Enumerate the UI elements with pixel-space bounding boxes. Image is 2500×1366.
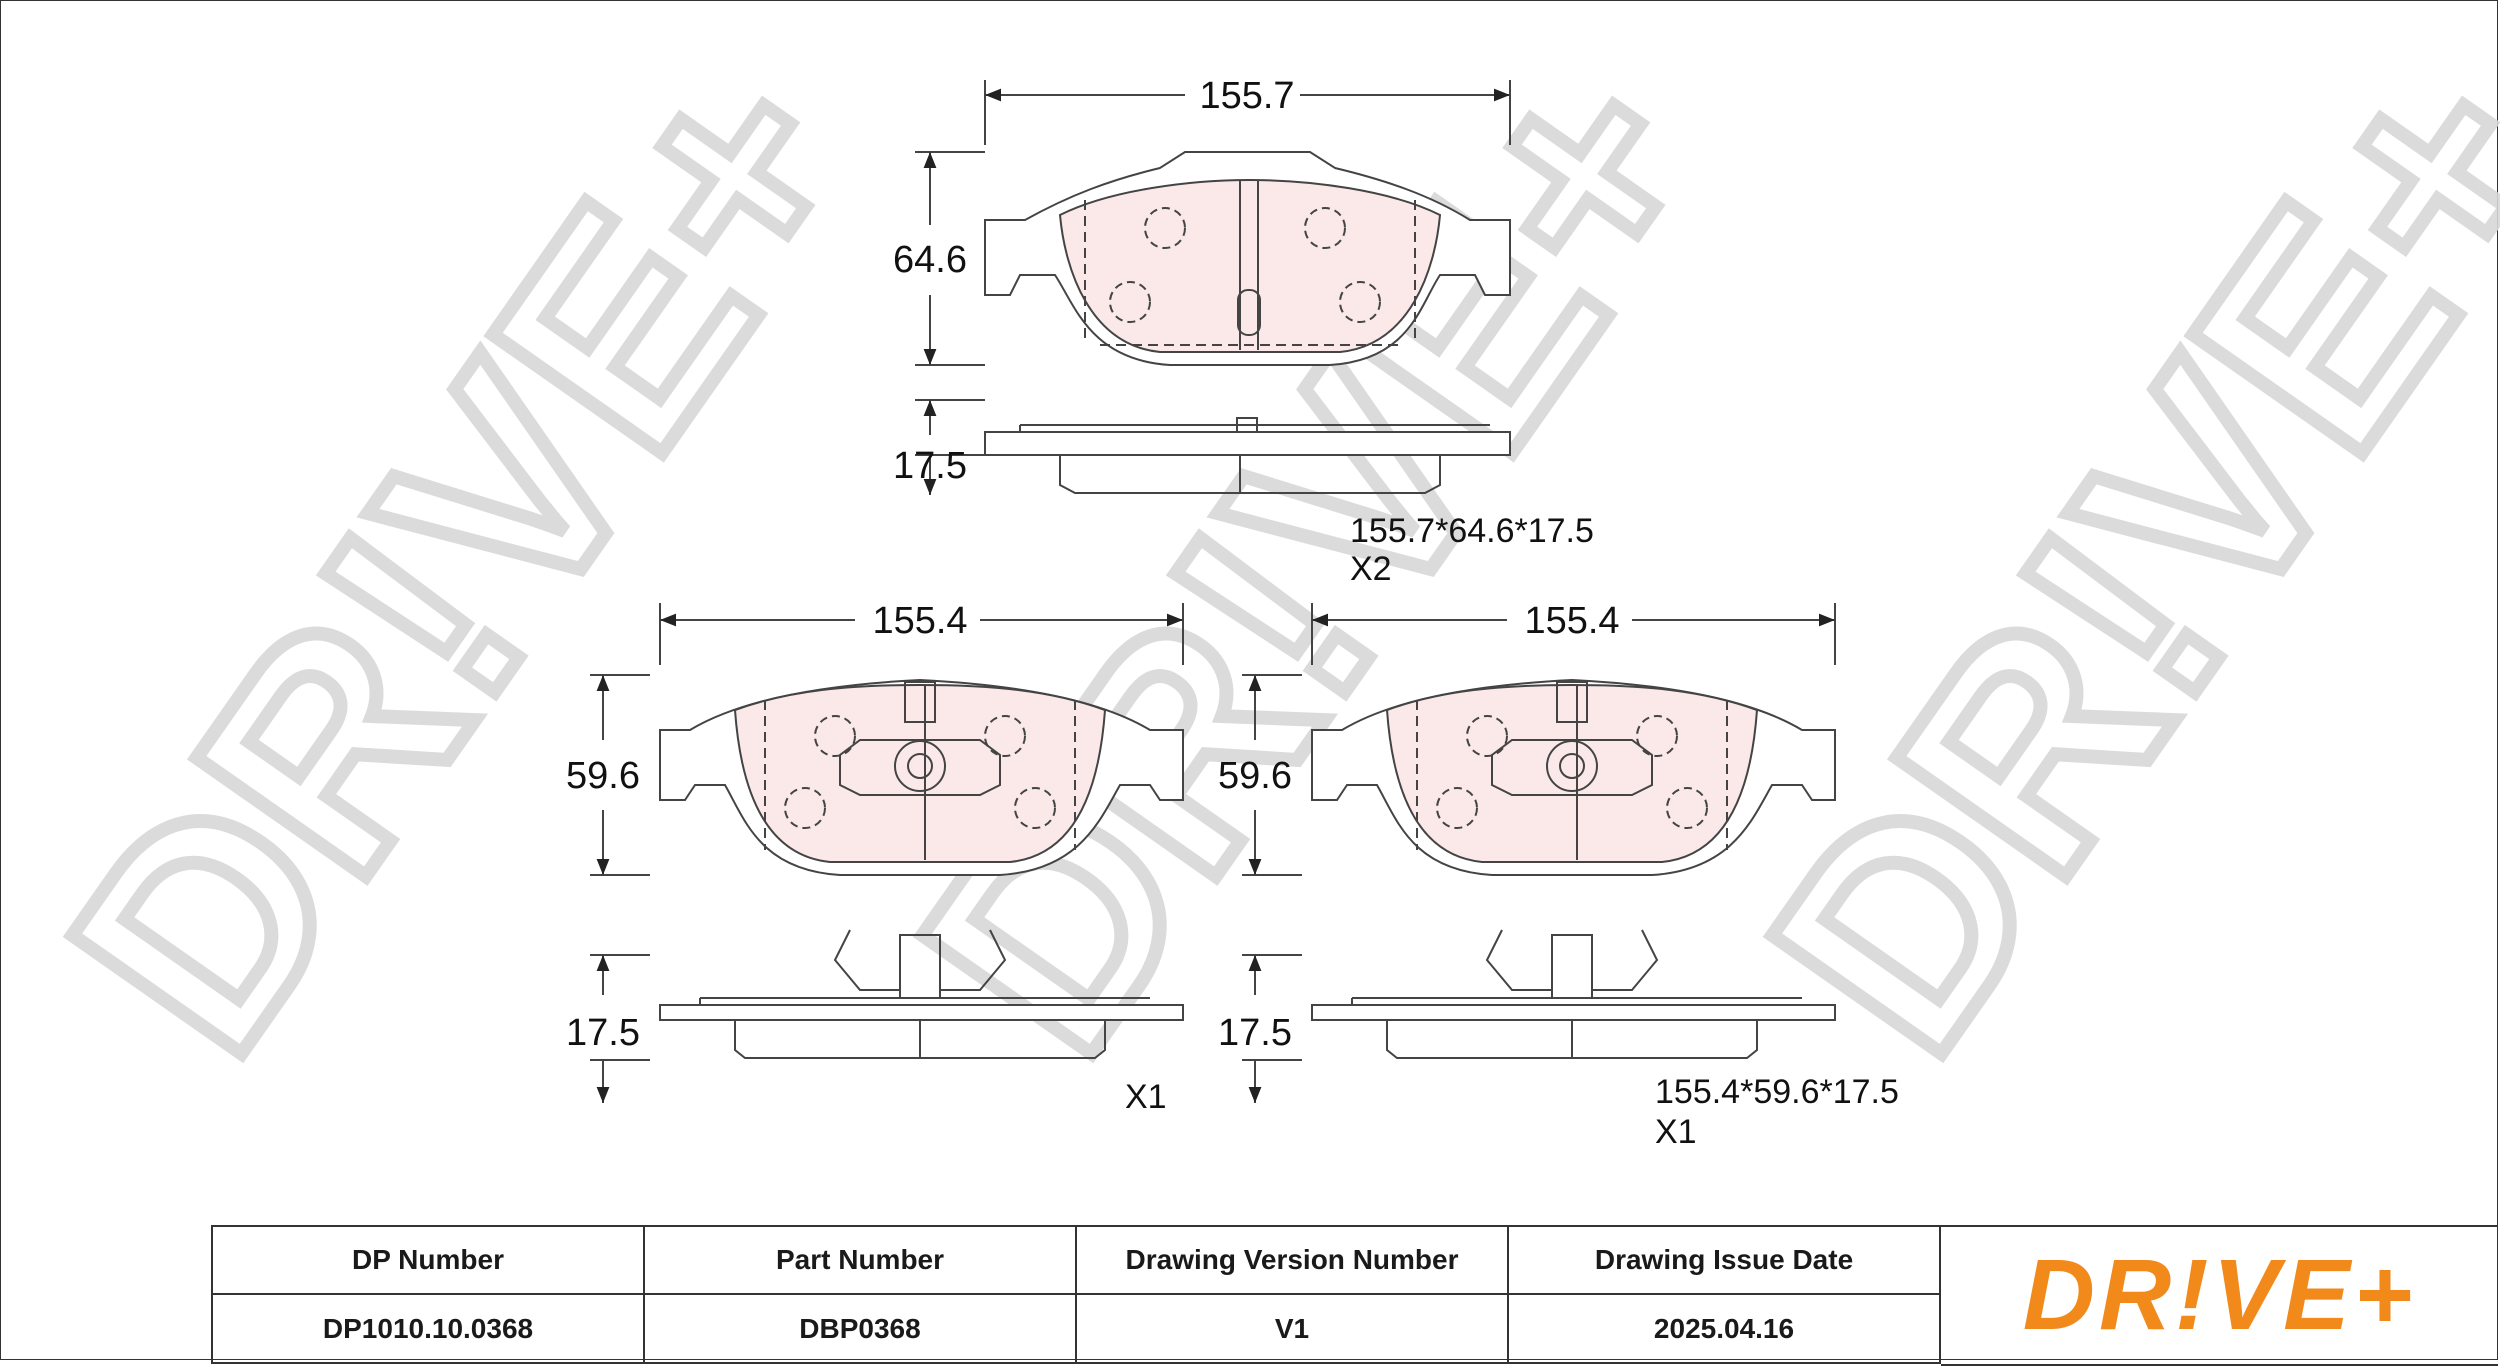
watermark-1: DR!VE+ bbox=[7, 6, 918, 1107]
top-pad-thickness: 17.5 bbox=[893, 445, 967, 487]
value-issue-date: 2025.04.16 bbox=[1507, 1293, 1941, 1364]
value-dp-number: DP1010.10.0368 bbox=[211, 1293, 645, 1364]
title-block-value-row: DP1010.10.0368 DBP0368 V1 2025.04.16 bbox=[211, 1293, 1941, 1364]
bottom-right-pad-thickness: 17.5 bbox=[1218, 1012, 1292, 1054]
bottom-right-pad-qty: X1 bbox=[1655, 1113, 1697, 1151]
top-pad-group bbox=[915, 80, 1511, 495]
brand-logo-text: DR!VE+ bbox=[2022, 1239, 2417, 1351]
top-pad-width: 155.7 bbox=[1199, 75, 1294, 117]
bottom-left-pad-thickness: 17.5 bbox=[566, 1012, 640, 1054]
top-pad-qty: X2 bbox=[1350, 550, 1392, 588]
bottom-left-pad-width: 155.4 bbox=[872, 600, 967, 642]
value-drawing-version: V1 bbox=[1075, 1293, 1509, 1364]
bottom-right-pad-group bbox=[1242, 603, 1836, 1103]
bottom-left-pad-qty: X1 bbox=[1125, 1078, 1167, 1116]
bottom-right-pad-height: 59.6 bbox=[1218, 755, 1292, 797]
header-part-number: Part Number bbox=[643, 1225, 1077, 1295]
top-pad-height: 64.6 bbox=[893, 239, 967, 281]
bottom-left-pad-height: 59.6 bbox=[566, 755, 640, 797]
brand-logo: DR!VE+ bbox=[1941, 1225, 2498, 1366]
header-issue-date: Drawing Issue Date bbox=[1507, 1225, 1941, 1295]
watermark-3: DR!VE+ bbox=[1707, 6, 2500, 1107]
title-block: DP Number Part Number Drawing Version Nu… bbox=[211, 1225, 1941, 1364]
header-drawing-version: Drawing Version Number bbox=[1075, 1225, 1509, 1295]
bottom-left-pad-group bbox=[590, 603, 1184, 1103]
top-pad-spec: 155.7*64.6*17.5 bbox=[1350, 512, 1594, 550]
value-part-number: DBP0368 bbox=[643, 1293, 1077, 1364]
bottom-right-pad-spec: 155.4*59.6*17.5 bbox=[1655, 1073, 1899, 1111]
header-dp-number: DP Number bbox=[211, 1225, 645, 1295]
title-block-header-row: DP Number Part Number Drawing Version Nu… bbox=[211, 1225, 1941, 1295]
bottom-right-pad-width: 155.4 bbox=[1524, 600, 1619, 642]
